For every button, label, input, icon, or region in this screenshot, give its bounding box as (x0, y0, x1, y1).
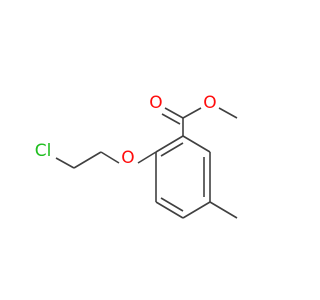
oxygen-ether-label: O (121, 148, 134, 168)
structure-diagram: O O O Cl (35, 93, 238, 219)
bond-ring-c4-c5 (155, 201, 184, 219)
bonds (55, 107, 238, 219)
molecule-canvas: O O O Cl (34, 93, 238, 219)
oxygen-ester-label: O (203, 93, 216, 113)
bond-ether-oxygen-to-ch2 (100, 151, 120, 164)
bond-carbonyl-double-a (164, 107, 184, 119)
bond-ester-oxygen-to-methyl (218, 107, 238, 119)
bond-ring-c4-c5-inner (160, 197, 184, 212)
bond-ring-c6-c1 (155, 135, 184, 153)
bond-ch2-to-chlorine (55, 157, 75, 169)
bond-ch2-to-ch2 (73, 151, 102, 169)
bond-ring-c3-c4 (182, 201, 211, 219)
bond-ring-c1-c2 (182, 135, 211, 153)
chlorine-label: Cl (35, 141, 52, 161)
bond-methyl (209, 201, 238, 219)
bond-ring-to-ether-oxygen (137, 151, 157, 164)
atom-labels: O O O Cl (35, 93, 217, 168)
bond-carbonyl-double-b (161, 113, 181, 125)
bond-ring-c6-c1-inner (160, 142, 184, 157)
oxygen-carbonyl-label: O (149, 93, 162, 113)
bond-carbonyl-to-ester-oxygen (182, 107, 202, 119)
